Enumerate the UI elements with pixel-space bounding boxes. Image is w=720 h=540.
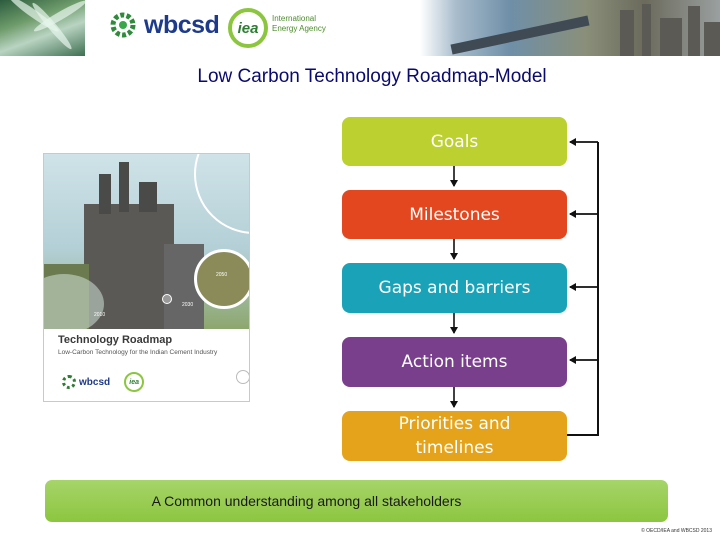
cover-wbcsd-gear-icon: [62, 375, 76, 389]
flow-step-label: Goals: [430, 131, 479, 152]
flow-step-label: Milestones: [409, 204, 500, 225]
flow-step-label: Action items: [401, 352, 508, 372]
stakeholders-banner: A Common understanding among all stakeho…: [45, 480, 668, 522]
cover-ring-decoration: [236, 370, 249, 384]
iea-agency-name: International Energy Agency: [272, 14, 326, 34]
banner-photo-left: [0, 0, 88, 56]
flow-step-milestones: Milestones: [342, 190, 567, 239]
page-title: Low Carbon Technology Roadmap-Model: [197, 66, 547, 87]
cover-year-label: 2030: [182, 302, 194, 308]
iea-agency-line-2: Energy Agency: [272, 24, 326, 33]
flow-step-priorities-and-timelines: Priorities and timelines: [342, 411, 567, 461]
banner-photo-right: [420, 0, 720, 56]
wbcsd-logo: wbcsd: [108, 10, 220, 40]
cover-iea-mark: iea: [129, 378, 139, 386]
iea-emblem: iea: [228, 8, 268, 48]
stakeholders-banner-text: A Common understanding among all stakeho…: [151, 493, 462, 509]
flow-step-goals: Goals: [342, 117, 567, 166]
wbcsd-wordmark: wbcsd: [144, 10, 220, 39]
flow-step-label: Priorities and timelines: [398, 414, 511, 458]
cover-wbcsd-wordmark: wbcsd: [79, 376, 111, 388]
cover-subtitle: Low-Carbon Technology for the Indian Cem…: [58, 349, 218, 356]
feedback-loop-line: [567, 142, 599, 436]
report-cover-image: 2050 2030 2010 Technology Roadmap Low-Ca…: [43, 153, 250, 402]
cover-year-label: 2050: [216, 272, 228, 278]
cover-logos: wbcsd iea: [62, 372, 145, 392]
flow-step-label: Gaps and barriers: [378, 278, 531, 298]
iea-agency-line-1: International: [272, 14, 317, 23]
copyright-notice: © OECD/IEA and WBCSD 2013: [641, 528, 712, 534]
cover-iea-emblem: iea: [124, 372, 145, 392]
cover-photo: 2050 2030 2010: [44, 154, 249, 329]
cover-title: Technology Roadmap: [58, 334, 173, 346]
iea-mark: iea: [237, 19, 259, 37]
cover-year-label: 2010: [94, 312, 106, 318]
flow-step-action-items: Action items: [342, 337, 567, 387]
wbcsd-gear-icon: [110, 12, 136, 38]
header-banner: wbcsd iea International Energy Agency: [0, 0, 720, 56]
flow-step-gaps-and-barriers: Gaps and barriers: [342, 263, 567, 313]
iea-logo: iea International Energy Agency: [228, 8, 326, 48]
